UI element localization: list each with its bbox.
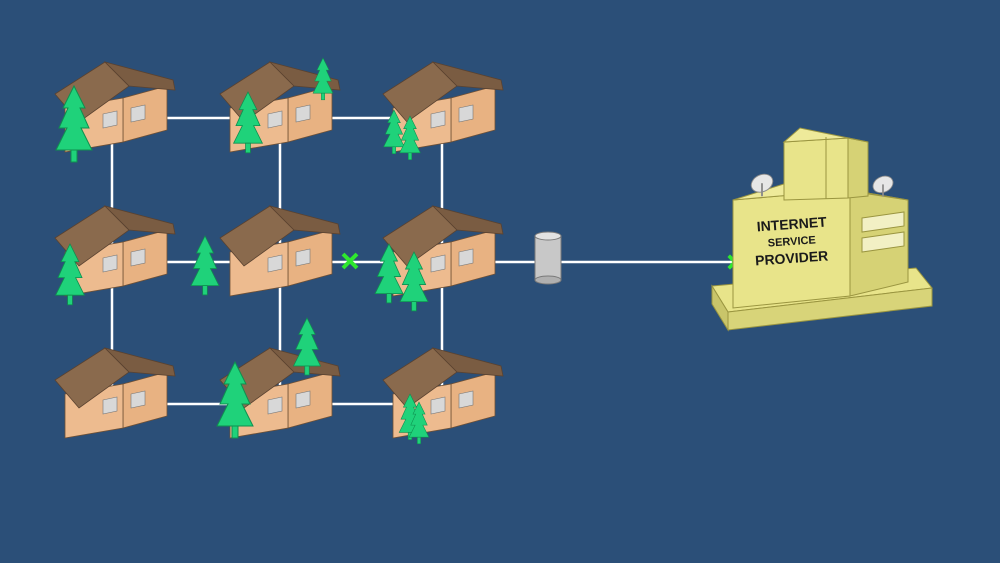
house-icon bbox=[382, 205, 504, 297]
pine-tree-icon bbox=[190, 235, 220, 296]
house-icon bbox=[54, 347, 176, 439]
isp-building-icon bbox=[711, 127, 933, 332]
isp-label-line2: SERVICE bbox=[767, 234, 816, 249]
isp-label-line1: INTERNET bbox=[756, 214, 827, 235]
isp-label-line3: PROVIDER bbox=[755, 247, 829, 268]
house-icon bbox=[382, 347, 504, 439]
satellite-dish-icon bbox=[869, 172, 897, 198]
house-icon bbox=[219, 205, 341, 297]
cylinder-repeater-icon bbox=[534, 231, 562, 285]
house-icon bbox=[382, 61, 504, 153]
